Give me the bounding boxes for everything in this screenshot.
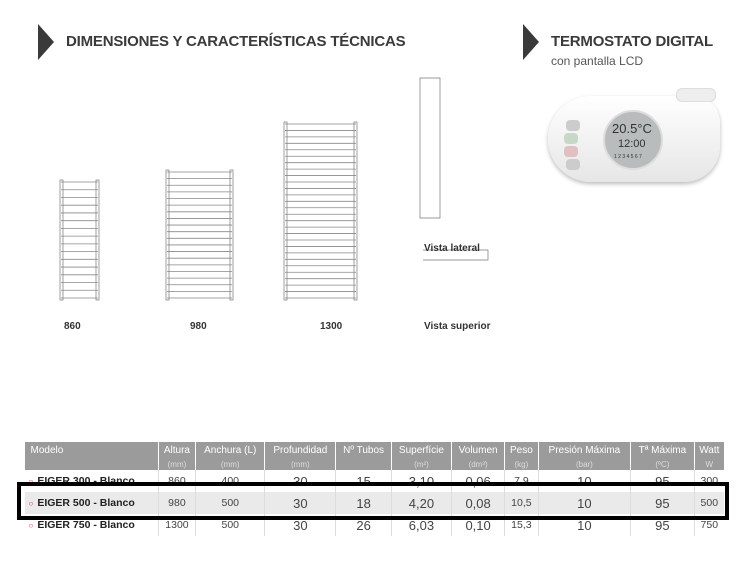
- unit-cell: (mm): [195, 460, 265, 470]
- value-cell: 10,5: [504, 492, 539, 514]
- column-header: Watt: [693, 442, 724, 460]
- value-cell: 980: [157, 492, 196, 514]
- column-header: Presión Máxima: [537, 442, 631, 460]
- value-cell: 18: [335, 492, 392, 514]
- column-header: Volumen: [451, 442, 505, 460]
- lcd-days: 1 2 3 4 5 6 7: [614, 154, 642, 160]
- column-header: Profundidad: [264, 442, 336, 460]
- unit-cell: (kg): [504, 460, 539, 470]
- column-header: Anchura (L): [195, 442, 265, 460]
- value-cell: 10: [537, 492, 631, 514]
- diagram-label-980: 980: [190, 321, 207, 332]
- lcd-time: 12:00: [618, 138, 646, 150]
- thermostat-subtitle: con pantalla LCD: [551, 54, 644, 68]
- value-cell: 30: [264, 492, 336, 514]
- plus-button: [566, 120, 580, 131]
- thermostat-image: 20.5°C 12:00 1 2 3 4 5 6 7: [548, 88, 720, 184]
- green-button: [564, 133, 578, 144]
- value-cell: 500: [195, 492, 265, 514]
- unit-cell: (mm): [157, 460, 196, 470]
- unit-cell: [24, 460, 159, 470]
- section-title: DIMENSIONES Y CARACTERÍSTICAS TÉCNICAS: [66, 33, 406, 50]
- unit-cell: (ºC): [630, 460, 695, 470]
- radiator-diagrams: [59, 77, 489, 301]
- top-view-label: Vista superior: [424, 321, 491, 332]
- section-arrow-icon: [523, 24, 539, 60]
- lcd-temperature: 20.5°C: [612, 121, 652, 136]
- column-header: Superfície: [390, 442, 452, 460]
- minus-button: [566, 159, 580, 170]
- unit-cell: [335, 460, 392, 470]
- thermostat-title: TERMOSTATO DIGITAL: [551, 33, 713, 50]
- value-cell: 4,20: [390, 492, 452, 514]
- value-cell: 500: [693, 492, 724, 514]
- unit-cell: (bar): [537, 460, 631, 470]
- column-header: Tª Máxima: [630, 442, 695, 460]
- model-cell: ○EIGER 750 - Blanco: [25, 514, 159, 536]
- model-name: EIGER 500 - Blanco: [37, 497, 135, 509]
- unit-cell: (m²): [390, 460, 452, 470]
- column-header: Nº Tubos: [335, 442, 392, 460]
- diagram-label-860: 860: [64, 321, 81, 332]
- side-view-label: Vista lateral: [424, 243, 480, 254]
- model-name: EIGER 750 - Blanco: [37, 519, 135, 531]
- bullet-icon: ○: [28, 521, 34, 530]
- value-cell: 0,08: [451, 492, 505, 514]
- highlight-box: [17, 482, 729, 520]
- unit-cell: W: [693, 460, 724, 470]
- diagram-label-1300: 1300: [320, 321, 343, 332]
- unit-cell: (dm³): [451, 460, 505, 470]
- bullet-icon: ○: [28, 477, 34, 486]
- red-button: [564, 146, 578, 157]
- column-header: Altura: [157, 442, 196, 460]
- section-arrow-icon: [38, 24, 54, 60]
- value-cell: 95: [630, 492, 695, 514]
- column-header: Modelo: [24, 442, 159, 460]
- model-cell: ○EIGER 500 - Blanco: [24, 492, 159, 514]
- unit-cell: (mm): [264, 460, 336, 470]
- bullet-icon: ○: [28, 499, 34, 508]
- column-header: Peso: [504, 442, 539, 460]
